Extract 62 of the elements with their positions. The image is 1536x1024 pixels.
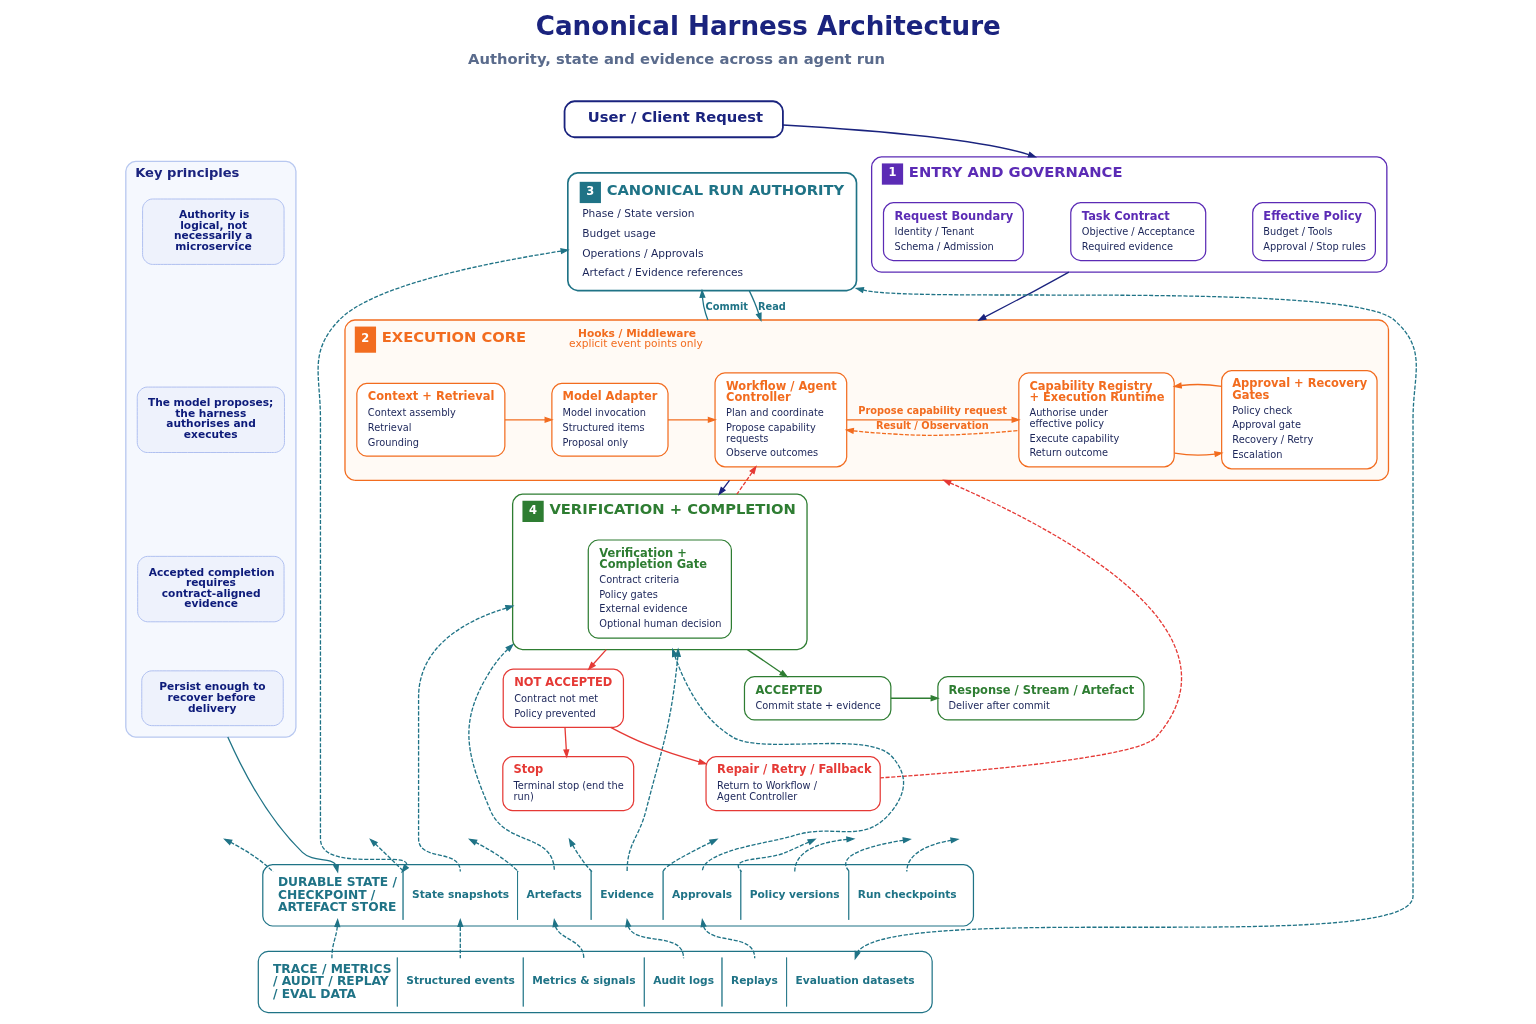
arrow xyxy=(977,271,1070,321)
arrow xyxy=(468,643,555,873)
node-box: ACCEPTED Commit state + evidence xyxy=(743,675,892,721)
label: Authority, state and evidence across an agent run xyxy=(468,49,885,67)
arrow xyxy=(317,247,570,874)
arrow xyxy=(610,726,708,765)
edge-label: Commit xyxy=(705,300,749,312)
node-box: Verification + Completion Gate Contract criteria Policy gates External evidence Optional human decision xyxy=(587,539,732,639)
node-box: Task Contract Objective / Acceptance Required evidence xyxy=(1070,202,1207,262)
node-box: User / Client Request xyxy=(563,100,784,139)
arrow xyxy=(700,917,756,959)
arrow xyxy=(846,416,1021,423)
arrow xyxy=(223,838,274,873)
node-box: Workflow / Agent Controller Plan and coordinate Propose capability requests Observe outcomes xyxy=(714,372,848,468)
arrow xyxy=(667,416,717,423)
arrow xyxy=(457,917,464,959)
arrow xyxy=(844,427,1020,436)
arrow xyxy=(746,648,789,678)
arrow xyxy=(369,838,410,874)
arrow xyxy=(736,465,757,495)
arrow xyxy=(737,838,817,873)
node-box: Context + Retrieval Context assembly Retrieval Grounding xyxy=(356,382,506,457)
arrow xyxy=(854,286,1417,961)
arrow xyxy=(663,838,719,873)
arrow xyxy=(748,290,762,322)
node-box: NOT ACCEPTED Contract not met Policy prevented xyxy=(502,668,625,728)
arrow xyxy=(699,288,709,321)
arrow xyxy=(1173,450,1224,458)
node-box: Effective Policy Budget / Tools Approval / Stop rules xyxy=(1252,202,1376,262)
arrow xyxy=(552,917,585,959)
edge-label: Propose capability request xyxy=(858,404,1007,416)
arrow xyxy=(906,837,960,873)
arrow xyxy=(331,917,341,959)
node-box: The model proposes; the harness authorises and executes xyxy=(136,386,285,453)
node-box: 3 CANONICAL RUN AUTHORITY Phase / State version Budget usage Operations / Approvals Artefact / Evidence references xyxy=(567,172,858,292)
node-box: Capability Registry + Execution Runtime Authorise under effective policy Execute capability Return outcome xyxy=(1018,372,1175,468)
node-box: Response / Stream / Artefact Deliver after commit xyxy=(937,675,1145,721)
node-box: Accepted completion requires contract-aligned evidence xyxy=(137,555,285,623)
node-box: Repair / Retry / Fallback Return to Workflow / Agent Controller xyxy=(705,756,881,812)
arrow xyxy=(879,479,1182,779)
node-box: Model Adapter Model invocation Structured items Proposal only xyxy=(551,382,669,457)
arrow xyxy=(782,124,1038,158)
arrow xyxy=(794,836,856,873)
node-box: Stop Terminal stop (end the run) xyxy=(502,756,635,812)
arrow xyxy=(417,605,515,873)
arrow xyxy=(227,736,340,874)
arrow xyxy=(563,726,570,759)
arrow xyxy=(587,648,607,671)
edge-label: Read xyxy=(757,300,786,312)
diagram-title: Canonical Harness Architecture xyxy=(535,10,1001,41)
arrow xyxy=(845,837,912,873)
node-box: Persist enough to recover before delivery xyxy=(141,670,284,727)
arrow xyxy=(890,695,940,702)
node-box: Approval + Recovery Gates Policy check Approval gate Recovery / Retry Escalation xyxy=(1221,370,1378,470)
arrow xyxy=(504,416,554,423)
arrow xyxy=(468,838,519,873)
node-box: Request Boundary Identity / Tenant Schema / Admission xyxy=(882,202,1024,262)
arrow xyxy=(1172,382,1223,389)
edge-label: Result / Observation xyxy=(875,420,989,432)
arrow xyxy=(568,837,593,873)
arrow xyxy=(625,917,685,959)
node-box: Authority is logical, not necessarily a microservice xyxy=(142,198,285,265)
